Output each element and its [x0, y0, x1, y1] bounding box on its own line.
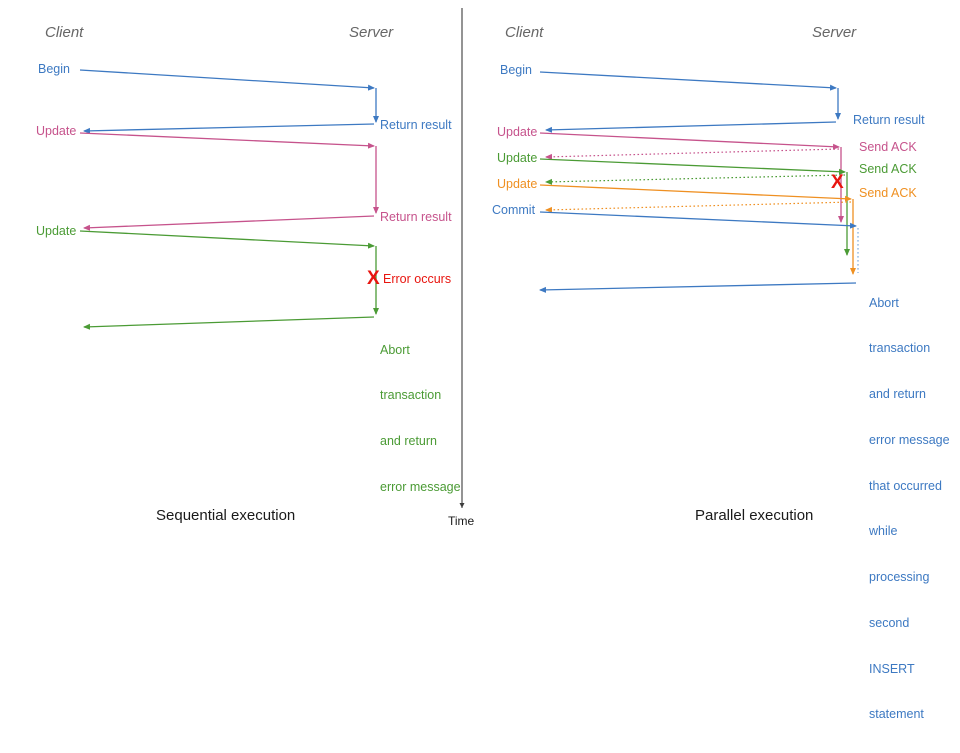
- panel-parallel-arrows: [539, 71, 859, 293]
- p-arrow-ack-2: [545, 174, 846, 185]
- sequential-server-label-return-1: Return result: [380, 118, 452, 132]
- abort-line: INSERT: [869, 661, 915, 676]
- abort-line: and return: [380, 434, 437, 448]
- p-arrow-update-1-request: [539, 132, 840, 150]
- p-arrow-ack-1: [545, 148, 840, 160]
- parallel-client-header: Client: [505, 24, 544, 41]
- abort-line: and return: [869, 387, 926, 401]
- arrow-abort-return: [83, 316, 375, 330]
- arrow-update-1-request: [79, 132, 375, 149]
- abort-line: Abort: [380, 342, 410, 357]
- p-arrow-begin-request: [539, 71, 837, 91]
- parallel-server-label-ack-3: Send ACK: [859, 186, 917, 200]
- arrow-return-result-1: [83, 123, 375, 134]
- parallel-client-label-begin: Begin: [500, 63, 532, 77]
- abort-line: transaction: [380, 388, 442, 403]
- p-arrow-abort-return: [539, 282, 857, 293]
- parallel-client-label-update-1: Update: [497, 125, 538, 139]
- sequential-client-label-update-1: Update: [36, 124, 77, 138]
- parallel-client-label-commit: Commit: [492, 203, 536, 217]
- abort-line: error message: [380, 479, 461, 494]
- p-arrow-return-result: [545, 121, 837, 133]
- parallel-abort-block: Abort transaction and return error messa…: [869, 265, 950, 753]
- p-arrow-update-2-request: [539, 158, 846, 175]
- sequential-caption: Sequential execution: [156, 507, 296, 524]
- abort-line: transaction: [869, 341, 931, 356]
- parallel-server-label-ack-2: Send ACK: [859, 162, 917, 176]
- abort-line: processing: [869, 570, 930, 584]
- abort-line: error message: [869, 432, 950, 447]
- sequential-client-label-update-2: Update: [36, 224, 77, 238]
- parallel-client-label-update-3: Update: [497, 177, 538, 191]
- sequential-client-label-begin: Begin: [38, 62, 70, 76]
- p-arrow-ack-3: [545, 201, 852, 213]
- sequential-server-label-error: Error occurs: [383, 272, 452, 286]
- parallel-server-header: Server: [812, 24, 857, 41]
- diagram-canvas: Client Server Begin Update Update Return…: [36, 8, 950, 721]
- arrow-return-result-2: [83, 215, 375, 231]
- sequential-client-header: Client: [45, 24, 84, 41]
- arrow-update-2-request: [79, 230, 375, 249]
- sequence-diagram-svg: [79, 8, 859, 508]
- parallel-caption: Parallel execution: [695, 507, 814, 524]
- abort-line: that occurred: [869, 478, 942, 493]
- parallel-client-label-update-2: Update: [497, 151, 538, 165]
- sequential-server-header: Server: [349, 24, 394, 41]
- abort-line: Abort: [869, 295, 899, 310]
- panel-sequential-arrows: [79, 69, 379, 330]
- p-arrow-update-3-request: [539, 184, 852, 202]
- parallel-server-label-ack-1: Send ACK: [859, 140, 917, 154]
- parallel-server-label-return-result: Return result: [853, 113, 925, 127]
- p-arrow-commit-request: [539, 211, 857, 229]
- parallel-error-x-icon: X: [831, 172, 844, 193]
- time-axis-label: Time: [448, 514, 475, 528]
- abort-line: statement: [869, 707, 924, 722]
- sequential-server-label-return-2: Return result: [380, 210, 452, 224]
- abort-line: while: [869, 524, 898, 539]
- abort-line: second: [869, 615, 910, 630]
- sequential-abort-block: Abort transaction and return error messa…: [380, 312, 461, 526]
- arrow-begin-request: [79, 69, 375, 91]
- sequential-error-x-icon: X: [367, 268, 380, 289]
